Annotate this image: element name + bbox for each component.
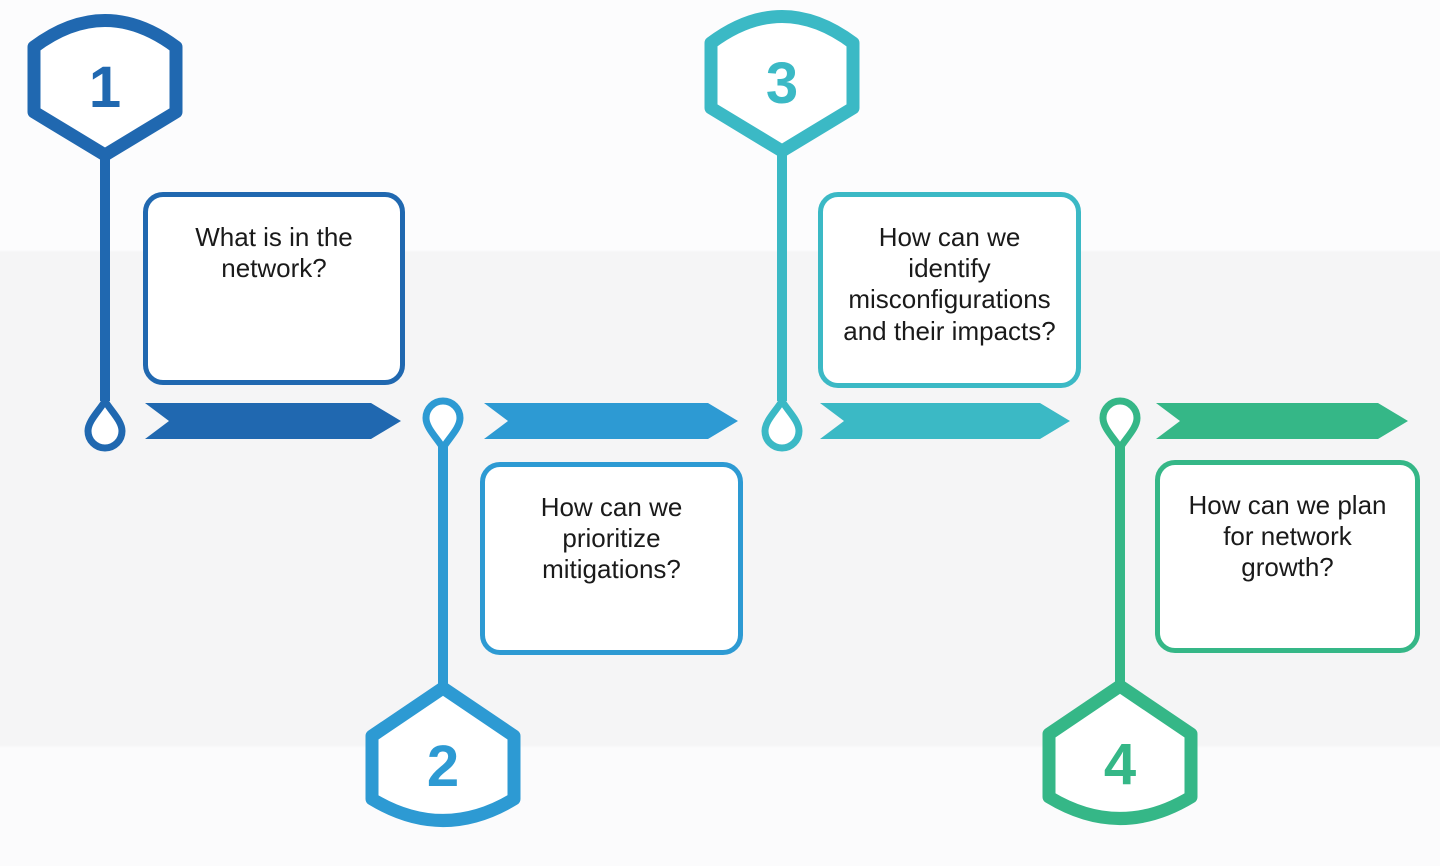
step-2-question-text: How can we prioritize mitigations?: [540, 492, 683, 585]
step-4-badge-shield: [1042, 679, 1198, 825]
step-4-arrow: [1156, 403, 1408, 439]
step-4-question-text: How can we plan for network growth?: [1188, 490, 1387, 583]
step-2-arrow: [484, 403, 738, 439]
step-3-connector-line: [777, 151, 787, 401]
step-1-connector-line: [100, 155, 110, 401]
step-2-number: 2: [426, 733, 460, 799]
step-2-question-box: How can we prioritize mitigations?: [480, 462, 743, 655]
step-3-question-box: How can we identify misconfigurations an…: [818, 192, 1081, 388]
step-4-droplet-marker: [1099, 397, 1141, 452]
step-3-question-text: How can we identify misconfigurations an…: [843, 222, 1056, 346]
step-3-droplet-marker: [761, 397, 803, 452]
step-1-number: 1: [88, 54, 122, 120]
step-2-droplet-marker: [422, 397, 464, 452]
step-1-question-text: What is in the network?: [195, 222, 353, 284]
step-1-droplet-marker: [84, 397, 126, 452]
step-3-arrow: [820, 403, 1070, 439]
step-3-number: 3: [765, 50, 799, 116]
step-4-question-box: How can we plan for network growth?: [1155, 460, 1420, 653]
step-4-number: 4: [1103, 731, 1137, 797]
step-1-arrow: [145, 403, 401, 439]
step-4-connector-line: [1115, 444, 1125, 688]
step-3-badge-shield: [704, 10, 860, 158]
step-2-connector-line: [438, 444, 448, 690]
step-1-question-box: What is in the network?: [143, 192, 405, 385]
step-1-badge-shield: [27, 14, 183, 162]
step-2-badge-shield: [365, 681, 521, 827]
